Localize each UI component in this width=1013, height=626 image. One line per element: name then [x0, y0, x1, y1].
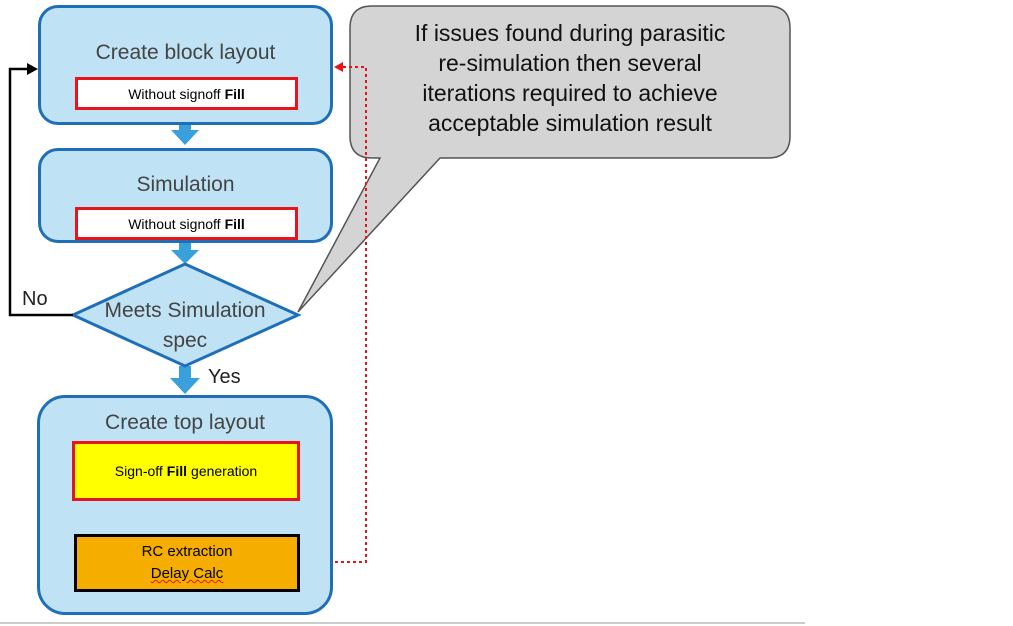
down-arrow-2: [171, 240, 199, 264]
fill-gen-prefix: Sign-off: [114, 463, 163, 479]
decision-label: Meets Simulation spec: [80, 296, 290, 356]
red-dotted-feedback-line: [299, 66, 367, 563]
callout-text: If issues found during parasitic re-simu…: [352, 18, 788, 138]
down-arrow-1: [171, 124, 199, 145]
simulation-title: Simulation: [136, 173, 235, 196]
callout-bubble: [297, 5, 791, 313]
no-label: No: [22, 288, 48, 310]
tag-2-text: Without signoff: [128, 215, 221, 232]
without-signoff-fill-tag-1: Without signoff Fill: [75, 77, 298, 110]
fill-gen-bold: Fill: [166, 463, 188, 479]
rc-line-1: RC extraction: [141, 543, 233, 560]
callout-line-1: If issues found during parasitic: [414, 20, 726, 46]
no-loop-arrowhead: [27, 63, 38, 75]
create-top-layout-box: Create top layout Sign-off Fill generati…: [37, 395, 333, 615]
red-arrowhead: [334, 62, 343, 72]
tag-1-text: Without signoff: [128, 85, 221, 102]
tag-2-bold: Fill: [224, 215, 245, 232]
simulation-box: Simulation Without signoff Fill: [38, 148, 333, 243]
callout-line-3: iterations required to achieve: [422, 80, 718, 106]
callout-line-4: acceptable simulation result: [428, 110, 712, 136]
signoff-fill-generation-box: Sign-off Fill generation: [72, 441, 300, 501]
callout-line-2: re-simulation then several: [438, 50, 702, 76]
create-block-layout-title: Create block layout: [95, 41, 276, 64]
no-loop-line: [8, 67, 73, 317]
decision-line-2: spec: [162, 329, 208, 352]
yes-label: Yes: [208, 366, 241, 388]
create-block-layout-box: Create block layout Without signoff Fill: [38, 5, 333, 125]
rc-line-2: Delay Calc: [150, 565, 224, 582]
rc-extraction-box: RC extraction Delay Calc: [74, 534, 300, 592]
down-arrow-3: [170, 366, 200, 394]
decision-line-1: Meets Simulation: [104, 299, 266, 322]
create-top-layout-title: Create top layout: [105, 411, 265, 434]
tag-1-bold: Fill: [224, 85, 245, 102]
fill-gen-suffix: generation: [191, 463, 258, 479]
without-signoff-fill-tag-2: Without signoff Fill: [75, 207, 298, 240]
decision-diamond: [69, 262, 302, 368]
